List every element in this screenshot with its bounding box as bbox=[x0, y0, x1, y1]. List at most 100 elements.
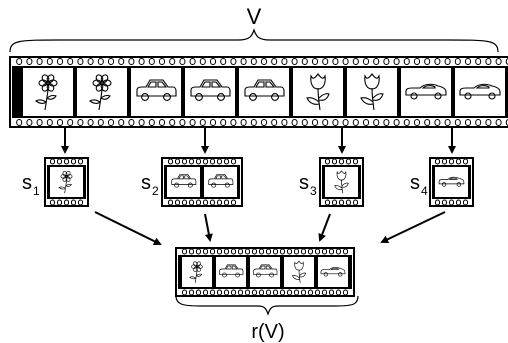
sprocket-hole bbox=[302, 249, 306, 254]
sprocket-hole bbox=[344, 249, 348, 254]
sprocket-hole bbox=[435, 59, 440, 65]
sprocket-hole bbox=[149, 59, 154, 65]
sprocket-hole bbox=[323, 59, 328, 65]
sprocket-hole bbox=[68, 120, 73, 126]
sprocket-hole bbox=[323, 249, 327, 254]
sprocket-hole bbox=[211, 120, 216, 126]
sprocket-hole bbox=[180, 59, 185, 65]
sprocket-hole bbox=[337, 249, 341, 254]
sprocket-hole bbox=[119, 120, 124, 126]
film-frame bbox=[293, 68, 344, 117]
arrow-s1-to-result bbox=[95, 212, 160, 244]
sprocket-hole bbox=[109, 59, 114, 65]
sprocket-hole bbox=[333, 59, 338, 65]
sprocket-hole bbox=[221, 59, 226, 65]
sprocket-hole bbox=[183, 200, 187, 205]
sprocket-hole bbox=[353, 59, 358, 65]
segment-label-sub: 2 bbox=[152, 184, 159, 198]
sprocket-hole bbox=[58, 200, 62, 205]
sprocket-hole bbox=[436, 200, 440, 205]
sprocket-hole bbox=[211, 249, 215, 254]
sprocket-hole bbox=[353, 120, 358, 126]
sprocket-hole bbox=[232, 200, 236, 205]
sprocket-hole bbox=[309, 249, 313, 254]
film-strip bbox=[320, 158, 363, 206]
segment-label-s1: s 1 bbox=[22, 172, 40, 198]
sprocket-hole bbox=[425, 59, 430, 65]
arrow-s2-to-result bbox=[205, 214, 210, 240]
film-frame bbox=[435, 167, 469, 198]
sprocket-hole bbox=[239, 290, 243, 295]
arrows-to-result bbox=[95, 212, 445, 244]
arrow-s4-to-result bbox=[382, 212, 445, 242]
sprocket-hole bbox=[65, 159, 69, 164]
sprocket-hole bbox=[435, 120, 440, 126]
sprocket-hole bbox=[218, 249, 222, 254]
video-label: V bbox=[247, 4, 262, 29]
film-frame bbox=[185, 68, 236, 117]
sprocket-hole bbox=[292, 59, 297, 65]
sprocket-hole bbox=[68, 59, 73, 65]
sprocket-hole bbox=[246, 290, 250, 295]
segment-label-main: s bbox=[141, 172, 151, 194]
sprocket-hole bbox=[344, 290, 348, 295]
film-strip bbox=[430, 158, 473, 206]
sprocket-hole bbox=[51, 200, 55, 205]
sprocket-hole bbox=[225, 290, 229, 295]
sprocket-hole bbox=[364, 120, 369, 126]
sprocket-hole bbox=[343, 120, 348, 126]
sprocket-hole bbox=[486, 59, 491, 65]
sprocket-hole bbox=[79, 200, 83, 205]
sprocket-hole bbox=[436, 159, 440, 164]
sprocket-hole bbox=[183, 249, 187, 254]
sprocket-hole bbox=[330, 290, 334, 295]
summary-label: r(V) bbox=[251, 321, 284, 343]
sprocket-hole bbox=[58, 159, 62, 164]
sprocket-hole bbox=[384, 59, 389, 65]
sprocket-hole bbox=[72, 159, 76, 164]
sprocket-hole bbox=[337, 290, 341, 295]
sprocket-hole bbox=[316, 249, 320, 254]
sprocket-hole bbox=[374, 120, 379, 126]
sprocket-hole bbox=[443, 159, 447, 164]
sprocket-hole bbox=[288, 249, 292, 254]
sprocket-hole bbox=[326, 159, 330, 164]
sprocket-hole bbox=[326, 200, 330, 205]
sprocket-hole bbox=[200, 59, 205, 65]
sprocket-hole bbox=[98, 59, 103, 65]
sprocket-hole bbox=[295, 290, 299, 295]
sprocket-hole bbox=[17, 59, 22, 65]
sprocket-hole bbox=[302, 120, 307, 126]
sprocket-hole bbox=[274, 249, 278, 254]
sprocket-hole bbox=[232, 159, 236, 164]
sprocket-hole bbox=[309, 290, 313, 295]
sprocket-hole bbox=[129, 120, 134, 126]
sprocket-hole bbox=[17, 120, 22, 126]
sprocket-hole bbox=[139, 120, 144, 126]
top-brace bbox=[10, 30, 498, 52]
sprocket-hole bbox=[394, 59, 399, 65]
sprocket-hole bbox=[340, 159, 344, 164]
sprocket-hole bbox=[79, 159, 83, 164]
bottom-brace bbox=[176, 296, 358, 314]
sprocket-hole bbox=[27, 59, 32, 65]
film-frame bbox=[239, 68, 290, 117]
sprocket-hole bbox=[251, 59, 256, 65]
sprocket-hole bbox=[109, 120, 114, 126]
sprocket-hole bbox=[267, 249, 271, 254]
sprocket-hole bbox=[330, 249, 334, 254]
sprocket-hole bbox=[464, 200, 468, 205]
sprocket-hole bbox=[333, 120, 338, 126]
sprocket-hole bbox=[455, 59, 460, 65]
sprocket-hole bbox=[211, 59, 216, 65]
sprocket-hole bbox=[211, 290, 215, 295]
sprocket-hole bbox=[190, 120, 195, 126]
sprocket-hole bbox=[496, 120, 501, 126]
sprocket-hole bbox=[65, 200, 69, 205]
sprocket-hole bbox=[404, 59, 409, 65]
sprocket-hole bbox=[246, 249, 250, 254]
sprocket-hole bbox=[282, 120, 287, 126]
sprocket-hole bbox=[51, 159, 55, 164]
sprocket-hole bbox=[262, 120, 267, 126]
sprocket-hole bbox=[323, 120, 328, 126]
